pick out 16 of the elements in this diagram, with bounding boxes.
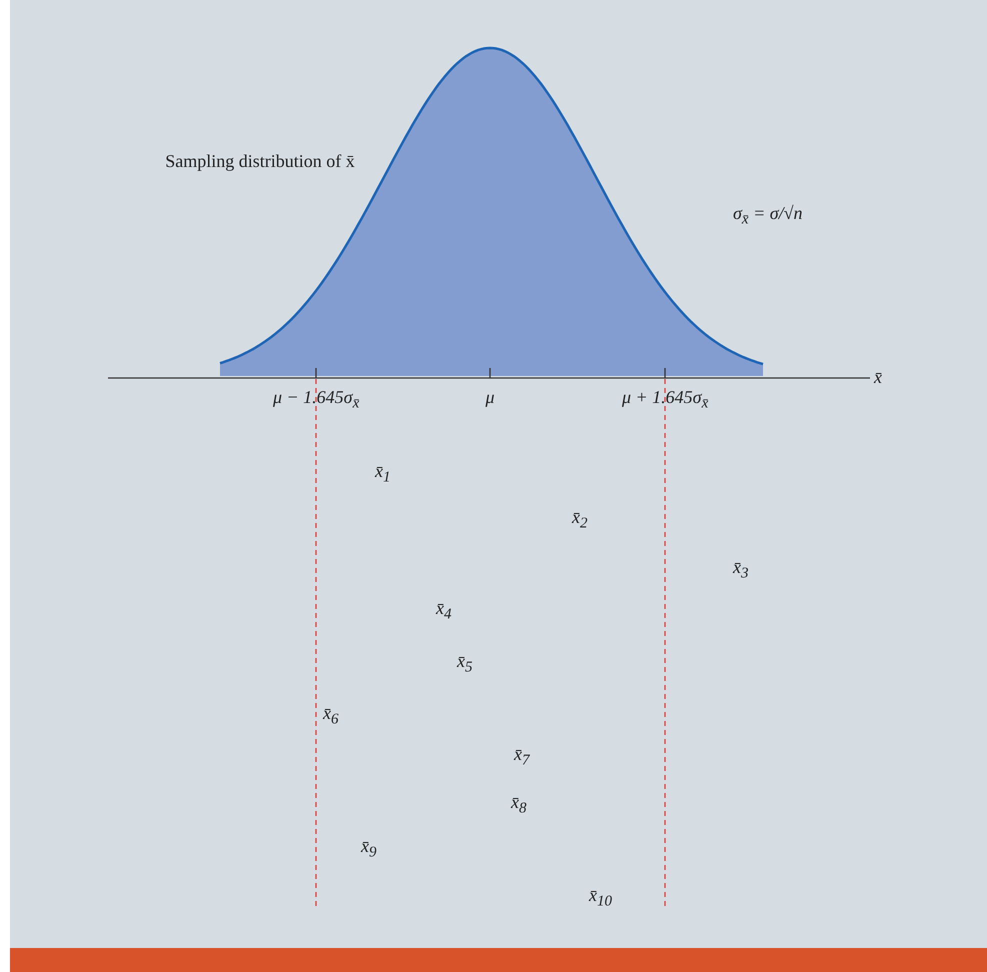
sample-mean-label: x̄$_{9}$ <box>361 835 376 863</box>
sample-mean-label: x̄$_{1}$ <box>375 460 390 488</box>
tick-label: μ <box>486 386 495 408</box>
sample-mean-label: x̄$_{6}$ <box>323 702 338 730</box>
sample-mean-label: x̄$_{8}$ <box>511 791 526 819</box>
formula: σ$_{x̄}$ = σ/√n <box>733 202 802 230</box>
sample-mean-label: x̄$_{3}$ <box>733 556 748 584</box>
sample-mean-label: x̄$_{5}$ <box>457 650 472 678</box>
tick-label: μ + 1.645σ$_{x̄}$ <box>622 386 708 414</box>
sample-mean-label: x̄$_{10}$ <box>589 884 612 912</box>
tick-label: μ − 1.645σ$_{x̄}$ <box>273 386 360 414</box>
sample-mean-label: x̄$_{4}$ <box>436 597 452 625</box>
axis-label: x̄ <box>874 366 882 388</box>
sample-mean-label: x̄$_{2}$ <box>572 506 588 534</box>
label-text: Sampling distribution of x̄ <box>164 150 356 172</box>
sample-mean-label: x̄$_{7}$ <box>514 743 530 771</box>
